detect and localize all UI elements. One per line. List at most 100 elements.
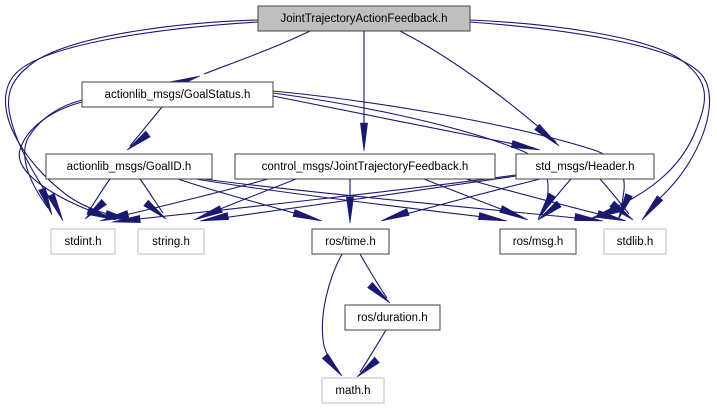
edge-header-to-stdint [111,174,517,223]
node-label: stdint.h [64,236,101,248]
node-box[interactable] [257,5,471,32]
graph-node-string[interactable]: string.h [137,228,205,255]
edge-arrowhead [380,208,410,222]
node-label: std_msgs/Header.h [535,161,634,173]
edge-arrowhead [292,209,323,222]
node-label: stdlib.h [617,236,653,248]
edge-line [139,178,164,214]
edge-goalstatus-to-header [272,95,541,151]
edge-jtfeedback-to-stdint [99,178,269,222]
node-box[interactable] [137,228,205,255]
node-box[interactable] [311,228,390,255]
edge-arrowhead [199,212,229,222]
graph-node-stdint[interactable]: stdint.h [50,228,116,255]
edge-line [359,253,388,299]
edge-line [18,101,109,218]
graph-node-root[interactable]: JointTrajectoryActionFeedback.h [257,5,471,32]
edge-line [599,178,630,215]
node-label: math.h [335,385,370,397]
edge-rostime-to-math [321,253,343,377]
edge-header-to-string [199,175,517,222]
edge-line [129,106,163,147]
edge-jtfeedback-to-string [193,178,297,221]
graph-node-math[interactable]: math.h [321,377,385,404]
edge-arrowhead [641,195,664,221]
node-label: string.h [152,236,190,248]
edge-line [272,92,549,213]
edge-goalid-to-string [139,178,167,220]
graph-node-stdlib[interactable]: stdlib.h [603,228,667,255]
edge-root-to-header [399,30,560,147]
edge-arrowhead [510,140,541,151]
edge-line [387,178,541,220]
node-box[interactable] [344,304,441,331]
edge-root-to-stdlib [469,21,711,221]
graph-node-rosduration[interactable]: ros/duration.h [344,304,441,331]
node-label: control_msgs/JointTrajectoryFeedback.h [262,161,469,173]
edge-rosduration-to-math [356,329,387,378]
graph-node-goalid[interactable]: actionlib_msgs/GoalID.h [45,153,213,180]
edge-arrowhead [99,210,130,222]
node-box[interactable] [499,228,577,255]
edge-arrowhead [499,205,529,221]
edge-line [207,175,517,221]
edge-arrowhead [356,356,380,378]
edge-root-to-goalstatus [170,30,311,89]
edge-arrowhead [574,213,604,222]
graph-node-header[interactable]: std_msgs/Header.h [515,153,655,180]
node-box[interactable] [81,81,274,108]
edge-arrowhead [537,200,562,221]
edge-line [24,99,83,209]
edge-arrowhead [346,196,354,224]
edge-line [321,253,343,372]
node-box[interactable] [603,228,667,255]
edge-arrowhead [126,130,151,151]
edge-arrowhead [534,123,560,147]
graph-node-jtfeedback[interactable]: control_msgs/JointTrajectoryFeedback.h [234,153,496,180]
edges-layer [4,19,711,378]
edge-header-to-rostime [380,178,541,222]
graph-node-goalstatus[interactable]: actionlib_msgs/GoalStatus.h [81,81,274,108]
node-box[interactable] [515,153,655,180]
edge-line [469,21,711,214]
edge-line [359,329,387,373]
edge-root-to-jtfeedback [360,31,368,152]
edge-arrowhead [360,122,368,152]
edge-arrowhead [38,187,53,216]
node-label: actionlib_msgs/GoalStatus.h [105,89,251,101]
edge-jtfeedback-to-rostime [346,179,354,224]
edge-root-to-stdint [8,19,259,222]
node-label: ros/msg.h [513,236,564,248]
edge-arrowhead [478,212,508,222]
edge-jtfeedback-to-rosmsg [423,178,529,221]
edge-goalid-to-stdlib [203,178,604,222]
edge-line [203,30,311,75]
nodes-layer: JointTrajectoryActionFeedback.h actionlib… [45,5,667,404]
edge-arrowhead [84,198,107,220]
edge-arrowhead [367,281,391,304]
edge-line [272,90,625,213]
node-box[interactable] [45,153,213,180]
edge-line [399,30,557,143]
node-box[interactable] [321,377,385,404]
edge-arrowhead [609,200,634,221]
edge-arrowhead [321,353,343,377]
edge-line [541,178,572,215]
edge-jtfeedback-to-stdlib [465,178,627,222]
edge-line [8,19,259,214]
node-box[interactable] [234,153,496,180]
edge-goalstatus-to-goalid [126,106,163,151]
graph-node-rostime[interactable]: ros/time.h [311,228,390,255]
edge-rostime-to-rosduration [359,253,391,304]
edge-line [203,178,597,221]
graph-node-rosmsg[interactable]: ros/msg.h [499,228,577,255]
edge-goalstatus-to-stdint [24,99,83,216]
edge-arrowhead [47,193,64,222]
edge-line [4,21,259,220]
edge-arrowhead [193,205,223,221]
node-box[interactable] [50,228,116,255]
node-label: JointTrajectoryActionFeedback.h [280,13,447,25]
edge-arrowhead [596,210,627,222]
